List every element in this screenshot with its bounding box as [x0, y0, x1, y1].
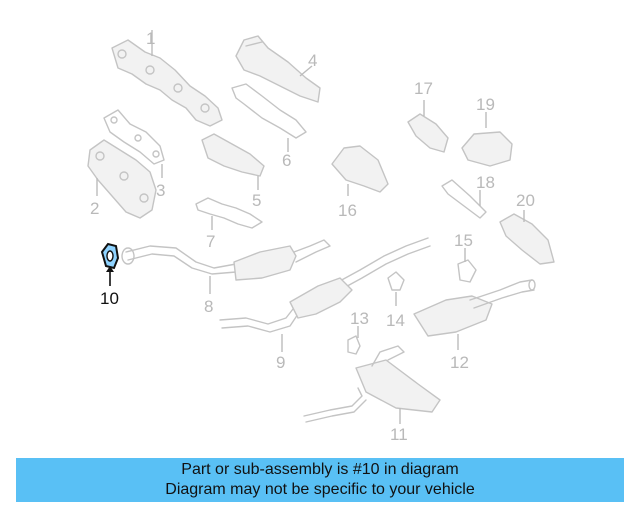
part-info-banner: Part or sub-assembly is #10 in diagram D… — [16, 458, 624, 502]
part-3-gasket — [103, 109, 165, 165]
part-1-exhaust-manifold — [111, 39, 223, 127]
callout-16: 16 — [338, 201, 357, 220]
part-4-heat-shield — [235, 35, 321, 103]
callout-1: 1 — [146, 29, 155, 48]
callout-5: 5 — [252, 191, 261, 210]
exhaust-parts-diagram: 1 2 3 4 6 5 7 — [87, 29, 555, 444]
part-20-heat-shield — [499, 213, 555, 265]
part-14-hanger — [387, 271, 405, 291]
callout-13: 13 — [350, 309, 369, 328]
callout-8: 8 — [204, 297, 213, 316]
callout-18: 18 — [476, 173, 495, 192]
part-18-bracket — [441, 179, 487, 219]
callout-20: 20 — [516, 191, 535, 210]
part-15-hanger — [457, 259, 477, 283]
part-2-exhaust-manifold — [87, 139, 157, 219]
part-12-muffler — [413, 279, 536, 337]
part-19-heat-shield — [461, 131, 513, 167]
banner-line-2: Diagram may not be specific to your vehi… — [165, 481, 475, 498]
part-9-intermediate-pipe — [219, 237, 431, 333]
callout-7: 7 — [206, 232, 215, 251]
part-10-gasket-highlighted — [100, 242, 120, 270]
part-6-bracket — [231, 83, 307, 139]
callout-3: 3 — [156, 181, 165, 200]
part-5-heat-shield — [201, 133, 265, 177]
callout-12: 12 — [450, 353, 469, 372]
part-11-rear-muffler — [303, 345, 441, 423]
part-7-bracket — [195, 197, 263, 229]
part-13-clamp — [347, 335, 361, 355]
callout-6: 6 — [282, 151, 291, 170]
callout-15: 15 — [454, 231, 473, 250]
callout-19: 19 — [476, 95, 495, 114]
callout-10: 10 — [100, 289, 119, 308]
callout-9: 9 — [276, 353, 285, 372]
banner-line-1: Part or sub-assembly is #10 in diagram — [181, 461, 459, 478]
part-8-front-pipe — [121, 239, 331, 281]
callout-14: 14 — [386, 311, 405, 330]
callout-11: 11 — [390, 425, 408, 444]
callout-4: 4 — [308, 51, 317, 70]
part-16-heat-shield — [331, 145, 389, 193]
callout-17: 17 — [414, 79, 433, 98]
part-17-bracket — [407, 113, 449, 153]
callout-2: 2 — [90, 199, 99, 218]
